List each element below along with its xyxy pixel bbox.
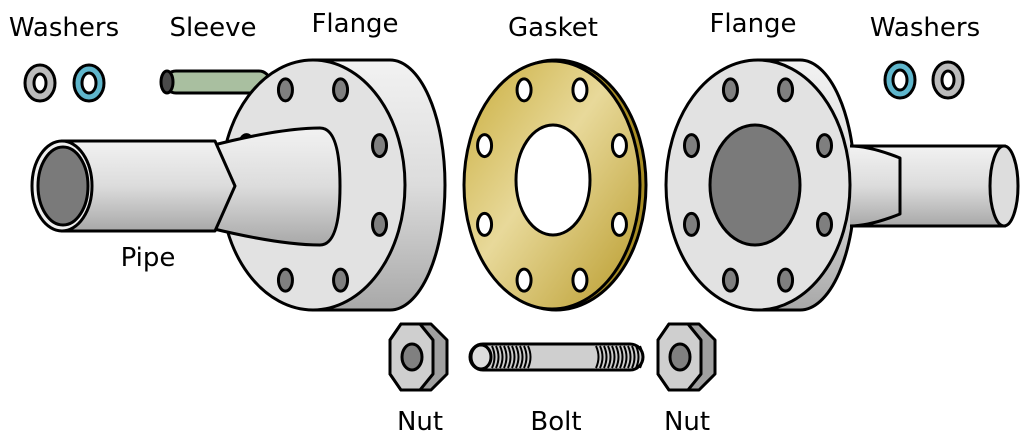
label-flange-left: Flange <box>311 9 398 39</box>
label-flange-right: Flange <box>709 9 796 39</box>
bolt-hole <box>682 133 700 159</box>
bolt-hole <box>371 211 389 237</box>
bolt-thread <box>507 345 512 369</box>
bolt-hole <box>276 267 294 293</box>
bolt-thread <box>515 345 520 369</box>
label-gasket: Gasket <box>508 13 598 43</box>
bolt-thread <box>519 345 524 369</box>
bolt-thread <box>619 345 624 369</box>
bolt-hole <box>476 133 494 159</box>
bolt-thread <box>527 345 532 369</box>
label-pipe: Pipe <box>121 243 176 273</box>
flange-right <box>664 58 1020 312</box>
bolt-hole <box>571 267 589 293</box>
bolt-thread <box>511 345 516 369</box>
bolt-thread <box>599 345 604 369</box>
bolt-hole <box>610 211 628 237</box>
washers-right <box>883 60 965 100</box>
bolt-hole <box>515 267 533 293</box>
bolt-thread <box>607 345 612 369</box>
washers-left <box>23 63 106 103</box>
bolt-thread <box>639 345 644 369</box>
bolt-thread <box>635 345 640 369</box>
pipe <box>30 126 342 247</box>
bolt-hole <box>682 211 700 237</box>
nut-left <box>388 322 449 392</box>
label-sleeve: Sleeve <box>169 13 256 43</box>
bolt-hole <box>571 77 589 103</box>
bolt-hole <box>332 267 350 293</box>
bolt-thread <box>623 345 628 369</box>
bolt-thread <box>523 345 528 369</box>
bolt-thread <box>615 345 620 369</box>
bolt-hole <box>721 267 739 293</box>
bolt <box>468 342 645 372</box>
bolt-thread <box>631 345 636 369</box>
bolt-thread <box>603 345 608 369</box>
bolt-thread <box>503 345 508 369</box>
bolt-hole <box>777 77 795 103</box>
bolt-hole <box>515 77 533 103</box>
bolt-thread <box>611 345 616 369</box>
bolt-hole <box>816 133 834 159</box>
label-bolt: Bolt <box>530 407 581 437</box>
label-nut-left: Nut <box>397 407 443 437</box>
bolt-hole <box>777 267 795 293</box>
bolt-hole <box>371 133 389 159</box>
bolt-hole <box>476 211 494 237</box>
sleeve <box>159 69 272 95</box>
bolt-thread <box>499 345 504 369</box>
bolt-hole <box>610 133 628 159</box>
label-nut-right: Nut <box>664 407 710 437</box>
bolt-hole <box>816 211 834 237</box>
label-washers-right: Washers <box>870 13 980 43</box>
label-washers-left: Washers <box>9 13 119 43</box>
bolt-thread <box>495 345 500 369</box>
bolt-thread <box>627 345 632 369</box>
nut-right <box>656 322 717 392</box>
bolt-thread <box>491 345 496 369</box>
gasket <box>462 58 648 312</box>
bolt-hole <box>276 77 294 103</box>
bolt-hole <box>721 77 739 103</box>
bolt-hole <box>332 77 350 103</box>
bolt-thread <box>595 345 600 369</box>
